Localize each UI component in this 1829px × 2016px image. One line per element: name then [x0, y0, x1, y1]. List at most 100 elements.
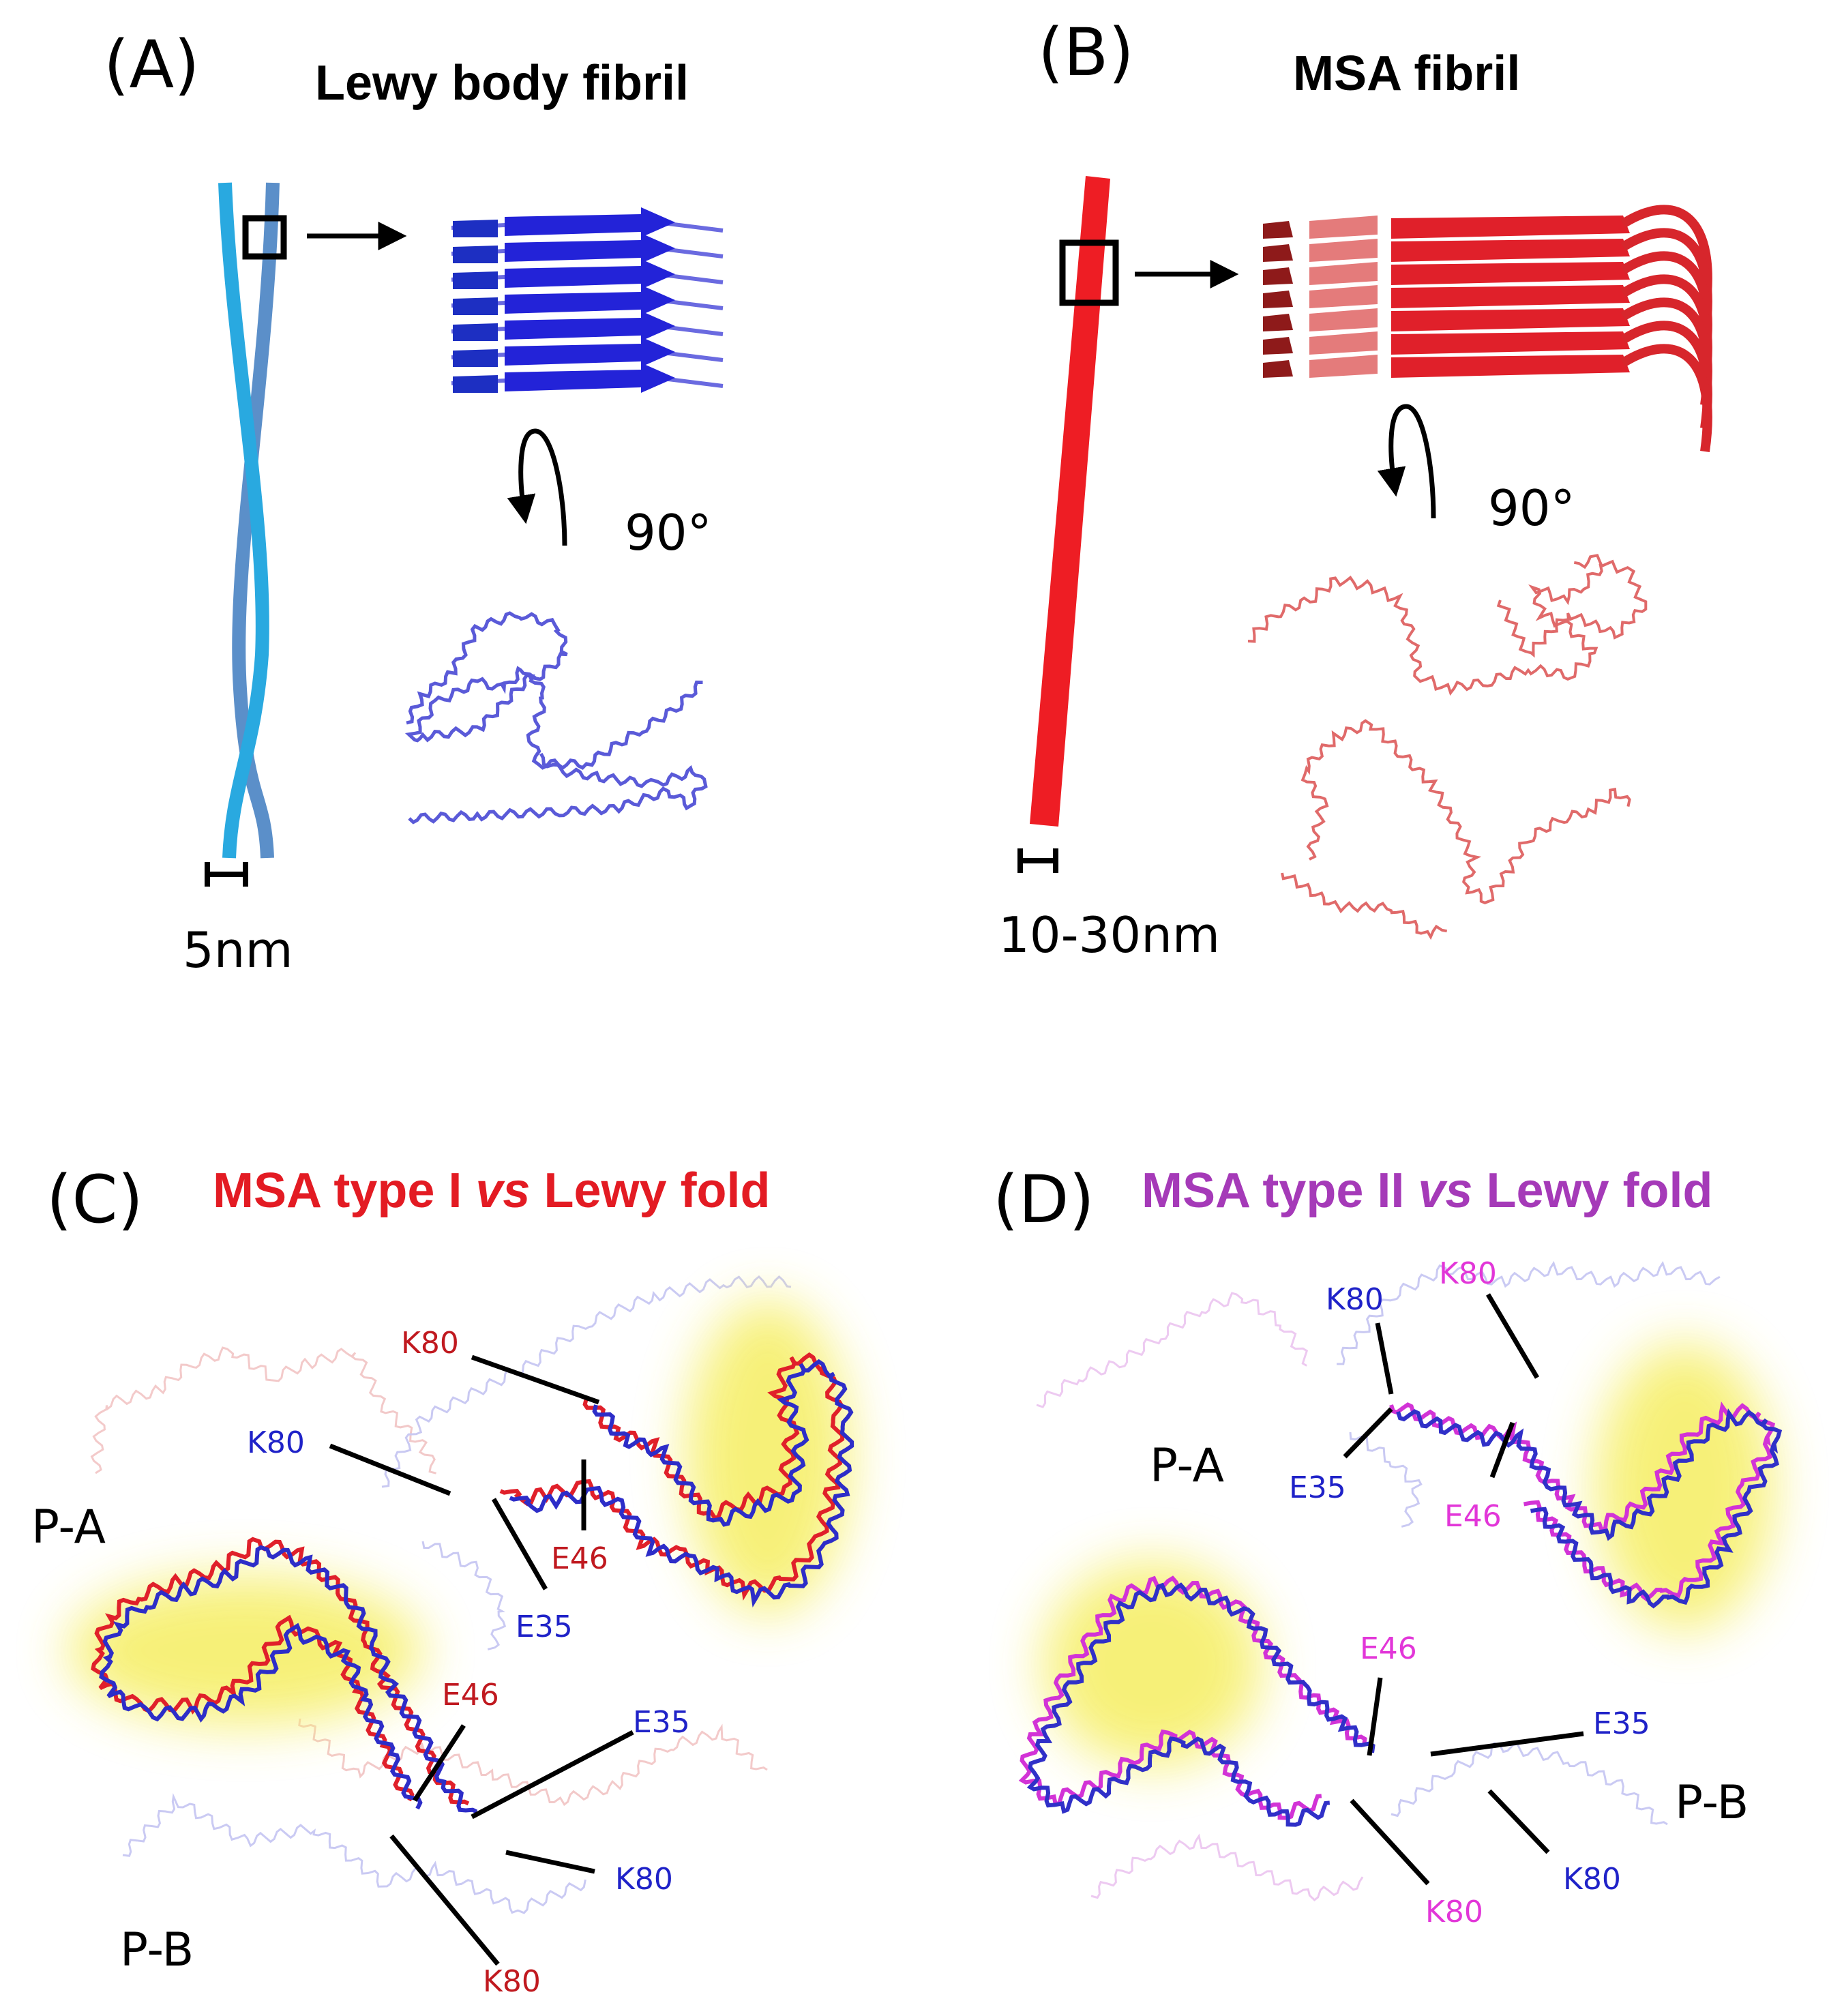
msa-sheet-strand-block: [1263, 244, 1293, 262]
panel-d-e35-blue-bottom: E35: [1593, 1706, 1650, 1741]
d-bg-chain-magenta-a: [1036, 1292, 1309, 1408]
lewy-sheet-strand-arrow: [505, 207, 675, 237]
msa-sheet-curl: [1620, 344, 1712, 452]
d-fold-lewy-bottom: [1026, 1582, 1376, 1827]
panel-c-background-chains: [90, 1275, 792, 1914]
msa-sheet-strand-mid: [1309, 285, 1378, 308]
panel-c-highlight-regions: [68, 1300, 850, 1725]
lewy-sheet-strand-arrow: [505, 285, 675, 315]
panel-d-leader-lines: [1343, 1293, 1584, 1886]
panel-d-title: MSA type II vs Lewy fold: [1142, 1163, 1713, 1218]
c-bg-chain-blue-c: [421, 1541, 507, 1650]
panel-d-letter: (D): [993, 1161, 1095, 1238]
msa-sheet-strand-mid: [1309, 262, 1378, 285]
panel-d-k80-blue-top: K80: [1326, 1282, 1384, 1317]
msa-sheet-strand-arrow: [1391, 355, 1630, 378]
lewy-sheet-strand-block: [453, 246, 498, 263]
lewy-fibril-strand-steel: [232, 182, 280, 859]
lewy-sheet-strand-block: [453, 349, 498, 367]
panel-c-title-vs: vs: [475, 1163, 530, 1218]
lewy-fold-trace: [404, 611, 703, 771]
lewy-rotation-label: 90°: [625, 504, 712, 561]
panel-c-e46-red-bottom: E46: [442, 1678, 499, 1713]
c-fold-msa-bottom: [91, 1537, 470, 1806]
lewy-zoom-box: [242, 215, 287, 260]
msa-rotation-arrow: [1377, 404, 1436, 519]
msa-sheet-strand-mid: [1309, 239, 1378, 262]
lewy-sheet-strand-arrow: [505, 363, 675, 393]
panel-c-folds: [91, 1352, 854, 1814]
lewy-sheet-strand-block: [453, 271, 498, 289]
panel-b-title: MSA fibril: [1293, 46, 1520, 101]
panel-c-e46-red-top: E46: [551, 1541, 608, 1576]
msa-sheet-strand-block: [1263, 360, 1293, 378]
panel-d-pa-label: P-A: [1150, 1439, 1224, 1493]
panel-d-folds: [1018, 1401, 1783, 1827]
lewy-sheet-strand-block: [453, 297, 498, 315]
lewy-sheet-strand-arrow: [505, 337, 675, 367]
panel-d-e46-magenta-top: E46: [1444, 1499, 1502, 1534]
panel-d-title-part2: Lewy fold: [1472, 1163, 1712, 1218]
msa-zoom-box: [1059, 239, 1119, 306]
panel-d-pb-label: P-B: [1675, 1776, 1749, 1830]
msa-sheet-strand-block: [1263, 221, 1293, 239]
lewy-scale-bar: [205, 862, 248, 887]
msa-sheet-strand-arrow: [1391, 216, 1630, 239]
lewy-scale-label: 5nm: [183, 921, 293, 979]
msa-sheet-strand-arrow: [1391, 262, 1630, 285]
lewy-sheet-strand-arrow: [505, 259, 675, 289]
c-bg-chain-red-b: [298, 1718, 768, 1807]
panel-c-leader-lines: [329, 1354, 634, 1966]
d-fold-msa2-bottom: [1018, 1575, 1367, 1820]
panel-c-letter: (C): [46, 1161, 143, 1238]
panel-c-k80-blue-top: K80: [247, 1425, 305, 1460]
panel-d-e35-blue-top: E35: [1289, 1470, 1346, 1505]
c-bg-chain-red-a: [90, 1346, 436, 1474]
msa-sheet-curl: [1620, 321, 1712, 429]
lewy-sheet-strand-block: [453, 323, 498, 341]
d-fold-msa2-top: [1389, 1401, 1776, 1602]
lewy-sheet-strand-arrow: [505, 311, 675, 341]
lewy-sheet-strand-block: [453, 375, 498, 393]
msa-fold-trace-extra: [1496, 554, 1648, 658]
msa-sheet-strand-mid: [1309, 331, 1378, 355]
msa-fibril-rod: [1030, 176, 1110, 827]
lewy-fibril-strand-cyan: [218, 182, 269, 859]
panel-a: (A) Lewy body fibril 90° 5nm: [104, 27, 724, 979]
panel-d-k80-blue-bottom: K80: [1563, 1862, 1621, 1897]
msa-sheet-strand-block: [1263, 267, 1293, 285]
lewy-fold-trace-lower: [408, 752, 708, 825]
panel-c-pa-label: P-A: [31, 1500, 106, 1554]
msa-scale-bar: [1017, 848, 1058, 873]
panel-a-letter: (A): [104, 27, 200, 103]
d-fold-lewy-top: [1396, 1408, 1783, 1609]
panel-c-k80-red-top: K80: [401, 1326, 459, 1361]
msa-sheet-strand-arrow: [1391, 331, 1630, 355]
panel-a-title: Lewy body fibril: [315, 56, 689, 110]
panel-c: (C) MSA type I vs Lewy fold P-A P-B K80 …: [31, 1161, 854, 1999]
msa-sheet-strand-mid: [1309, 216, 1378, 239]
msa-sheet-strand-block: [1263, 291, 1293, 308]
panel-c-e35-blue-top: E35: [516, 1610, 573, 1644]
msa-sheet-strand-mid: [1309, 355, 1378, 378]
panel-b-letter: (B): [1038, 14, 1134, 91]
lewy-sheet-strand-arrow: [505, 233, 675, 263]
panel-c-k80-blue-bottom: K80: [615, 1862, 673, 1897]
panel-d-title-vs: vs: [1418, 1163, 1472, 1218]
lewy-sheet-strand-block: [453, 220, 498, 237]
msa-fold-trace-bottom: [1300, 719, 1631, 904]
msa-beta-sheet-stack: [1263, 205, 1712, 452]
panel-c-title-part1: MSA type I: [213, 1163, 475, 1218]
lewy-fibril-twist: [218, 182, 280, 859]
msa-scale-label: 10-30nm: [998, 906, 1220, 964]
msa-sheet-strand-block: [1263, 337, 1293, 355]
panel-d: (D) MSA type II vs Lewy fold P-A P-B K80…: [993, 1161, 1783, 1929]
msa-sheet-strand-arrow: [1391, 239, 1630, 262]
panel-c-title-part2: Lewy fold: [530, 1163, 770, 1218]
d-bg-chain-blue-b: [1391, 1741, 1668, 1826]
d-bg-chain-blue-c: [1349, 1432, 1423, 1528]
msa-sheet-strand-arrow: [1391, 308, 1630, 331]
c-fold-lewy-top: [509, 1359, 854, 1608]
c-bg-chain-blue-a: [381, 1275, 792, 1488]
